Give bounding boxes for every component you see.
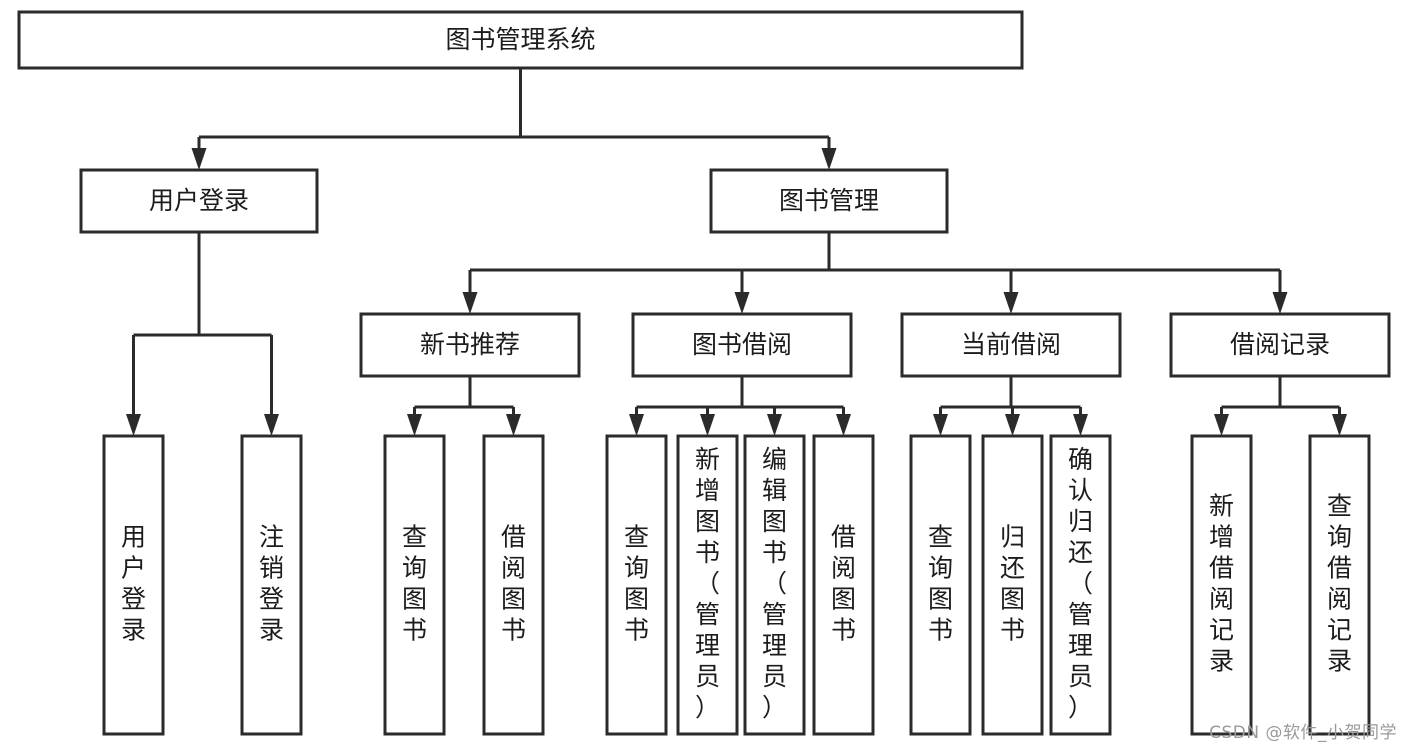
arrow-head-icon [462, 292, 478, 314]
node-label-leaf-user-login: 用户登录 [121, 523, 146, 645]
node-leaf-edit-book-admin[interactable]: 编辑图书（管理员） [743, 434, 806, 736]
node-leaf-query-borrow-record[interactable]: 查询借阅记录 [1308, 434, 1371, 736]
node-box-leaf-query-book-borrow[interactable] [605, 434, 668, 736]
node-box-book-borrow[interactable] [631, 312, 853, 378]
arrow-head-icon [629, 414, 644, 436]
node-box-leaf-user-login[interactable] [102, 434, 165, 736]
arrow-head-icon [1332, 414, 1347, 436]
node-box-leaf-add-book-admin[interactable] [676, 434, 739, 736]
node-label-leaf-query-book-borrow: 查询图书 [624, 523, 649, 645]
node-box-leaf-return-book[interactable] [981, 434, 1044, 736]
node-label-book-borrow: 图书借阅 [692, 330, 792, 359]
connector-group-user-login [126, 232, 279, 436]
node-leaf-confirm-return-admin[interactable]: 确认归还（管理员） [1049, 434, 1112, 736]
node-leaf-borrow-book-recommend[interactable]: 借阅图书 [482, 434, 545, 736]
node-label-new-book-recommend: 新书推荐 [420, 330, 520, 359]
connector-layer [126, 68, 1347, 436]
node-user-login[interactable]: 用户登录 [79, 168, 319, 234]
node-book-borrow[interactable]: 图书借阅 [631, 312, 853, 378]
arrow-head-icon [933, 414, 948, 436]
node-leaf-add-borrow-record[interactable]: 新增借阅记录 [1190, 434, 1253, 736]
node-label-leaf-query-book-recommend: 查询图书 [402, 523, 427, 645]
node-leaf-query-book-borrow[interactable]: 查询图书 [605, 434, 668, 736]
node-label-user-login: 用户登录 [149, 186, 249, 215]
arrow-head-icon [191, 148, 207, 170]
watermark-text: CSDN @软件_小贺同学 [1209, 723, 1397, 743]
node-leaf-query-book-current[interactable]: 查询图书 [909, 434, 972, 736]
node-box-leaf-query-borrow-record[interactable] [1308, 434, 1371, 736]
node-label-leaf-edit-book-admin: 编辑图书（管理员） [762, 445, 787, 722]
node-label-leaf-query-book-current: 查询图书 [928, 523, 953, 645]
arrow-head-icon [1272, 292, 1288, 314]
arrow-head-icon [126, 414, 141, 436]
arrow-head-icon [734, 292, 750, 314]
node-label-book-manage: 图书管理 [779, 186, 879, 215]
node-leaf-logout-login[interactable]: 注销登录 [240, 434, 303, 736]
connector-group-new-book-recommend [407, 376, 521, 436]
connector-group-book-manage [462, 232, 1288, 314]
node-label-current-borrow: 当前借阅 [961, 330, 1061, 359]
node-layer: 图书管理系统用户登录图书管理新书推荐图书借阅当前借阅借阅记录用户登录注销登录查询… [17, 10, 1391, 736]
node-box-leaf-borrow-book[interactable] [812, 434, 875, 736]
node-book-manage[interactable]: 图书管理 [709, 168, 949, 234]
arrow-head-icon [264, 414, 279, 436]
node-label-leaf-confirm-return-admin: 确认归还（管理员） [1068, 445, 1093, 722]
arrow-head-icon [407, 414, 422, 436]
arrow-head-icon [1073, 414, 1088, 436]
node-box-leaf-logout-login[interactable] [240, 434, 303, 736]
node-box-leaf-query-book-recommend[interactable] [383, 434, 446, 736]
node-box-leaf-edit-book-admin[interactable] [743, 434, 806, 736]
node-label-leaf-borrow-book: 借阅图书 [831, 523, 856, 645]
node-box-user-login[interactable] [79, 168, 319, 234]
arrow-head-icon [1214, 414, 1229, 436]
connector-group-book-borrow [629, 376, 851, 436]
arrow-head-icon [767, 414, 782, 436]
node-label-leaf-add-book-admin: 新增图书（管理员） [695, 445, 720, 722]
node-box-leaf-query-book-current[interactable] [909, 434, 972, 736]
node-box-book-manage[interactable] [709, 168, 949, 234]
node-label-root: 图书管理系统 [445, 25, 595, 54]
node-new-book-recommend[interactable]: 新书推荐 [359, 312, 581, 378]
arrow-head-icon [1005, 414, 1020, 436]
node-box-new-book-recommend[interactable] [359, 312, 581, 378]
node-leaf-user-login[interactable]: 用户登录 [102, 434, 165, 736]
node-leaf-add-book-admin[interactable]: 新增图书（管理员） [676, 434, 739, 736]
arrow-head-icon [836, 414, 851, 436]
node-root[interactable]: 图书管理系统 [17, 10, 1024, 70]
connector-group-root [191, 68, 837, 170]
node-label-leaf-query-borrow-record: 查询借阅记录 [1327, 492, 1352, 676]
node-label-leaf-borrow-book-recommend: 借阅图书 [501, 523, 526, 645]
node-box-leaf-borrow-book-recommend[interactable] [482, 434, 545, 736]
connector-group-current-borrow [933, 376, 1088, 436]
node-box-leaf-confirm-return-admin[interactable] [1049, 434, 1112, 736]
arrow-head-icon [1003, 292, 1019, 314]
arrow-head-icon [821, 148, 837, 170]
connector-group-borrow-record [1214, 376, 1347, 436]
arrow-head-icon [700, 414, 715, 436]
node-box-root[interactable] [17, 10, 1024, 70]
node-leaf-return-book[interactable]: 归还图书 [981, 434, 1044, 736]
node-label-leaf-return-book: 归还图书 [1000, 523, 1025, 645]
node-borrow-record[interactable]: 借阅记录 [1169, 312, 1391, 378]
node-label-leaf-logout-login: 注销登录 [259, 523, 284, 645]
node-box-leaf-add-borrow-record[interactable] [1190, 434, 1253, 736]
node-box-borrow-record[interactable] [1169, 312, 1391, 378]
arrow-head-icon [506, 414, 521, 436]
node-label-leaf-add-borrow-record: 新增借阅记录 [1209, 492, 1234, 676]
node-leaf-query-book-recommend[interactable]: 查询图书 [383, 434, 446, 736]
node-label-borrow-record: 借阅记录 [1230, 330, 1330, 359]
node-box-current-borrow[interactable] [900, 312, 1122, 378]
node-current-borrow[interactable]: 当前借阅 [900, 312, 1122, 378]
node-leaf-borrow-book[interactable]: 借阅图书 [812, 434, 875, 736]
